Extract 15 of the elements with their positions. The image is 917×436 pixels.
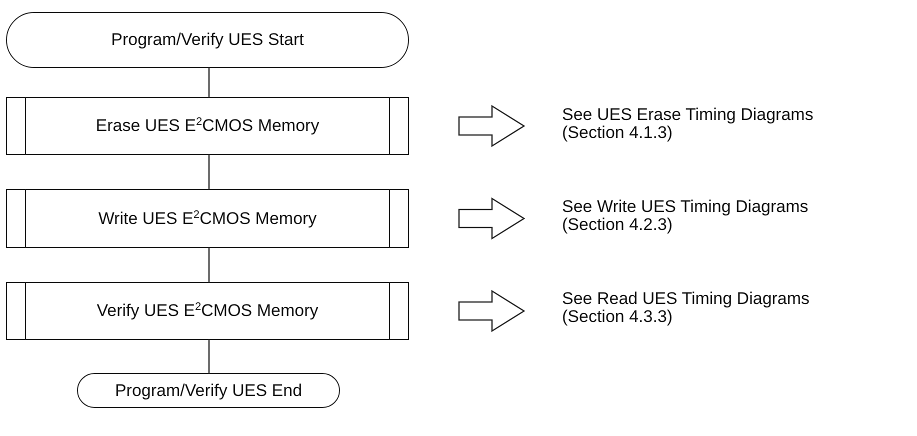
block-arrow: [458, 197, 526, 240]
connector-line: [208, 68, 210, 97]
predefined-process-box: Verify UES E$^{2}$CMOS Memory: [6, 282, 409, 340]
note-text: See Write UES Timing Diagrams (Section 4.2.3): [562, 197, 912, 235]
block-arrow: [458, 104, 526, 148]
connector-line: [208, 248, 210, 282]
predefined-process-box: Erase UES E$^{2}$CMOS Memory: [6, 97, 409, 155]
connector-line: [208, 340, 210, 373]
note-text: See Read UES Timing Diagrams (Section 4.3.3): [562, 289, 912, 327]
terminal-shape: Program/Verify UES End: [77, 373, 340, 408]
note-text: See UES Erase Timing Diagrams (Section 4.1.3): [562, 105, 912, 143]
block-arrow: [458, 290, 526, 332]
connector-line: [208, 155, 210, 189]
predefined-process-box: Write UES E$^{2}$CMOS Memory: [6, 189, 409, 248]
terminal-shape: Program/Verify UES Start: [6, 12, 409, 68]
